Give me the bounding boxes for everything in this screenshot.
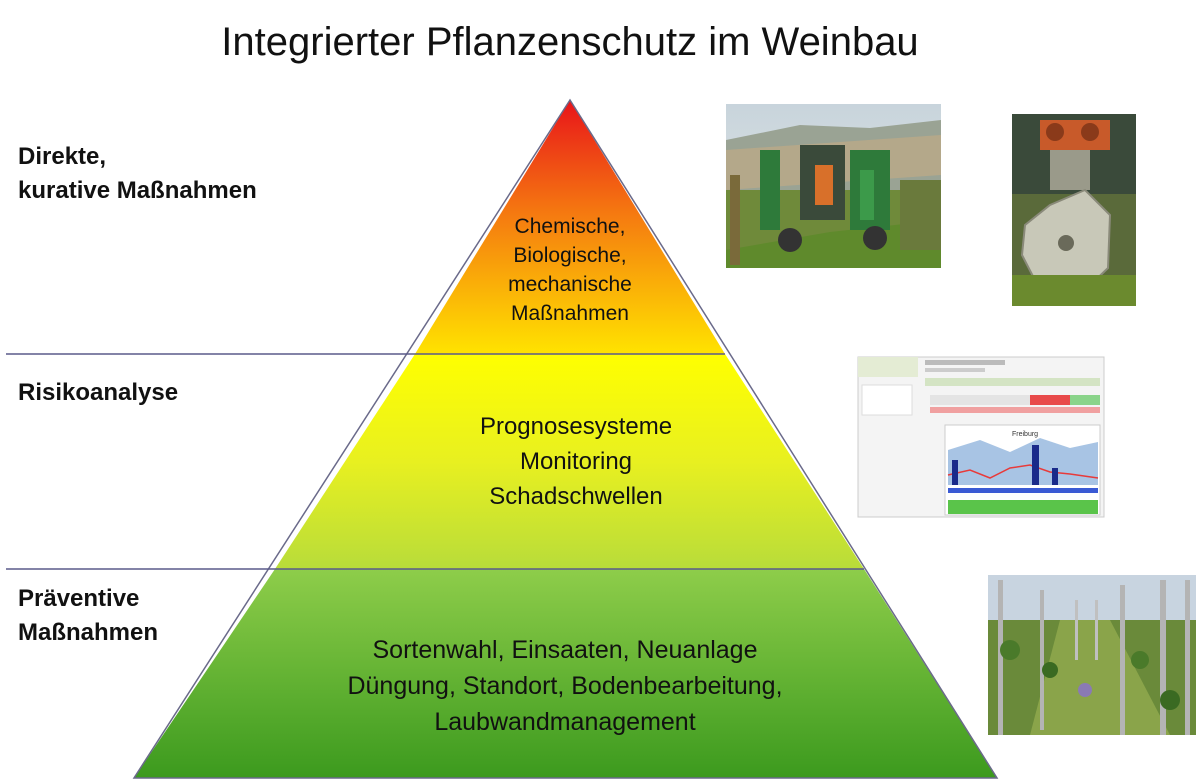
page-title: Integrierter Pflanzenschutz im Weinbau	[221, 20, 919, 64]
photo-vineyard-machine	[726, 104, 941, 268]
pyramid-outline	[132, 98, 999, 779]
pyramid-tier-top	[415, 100, 725, 354]
level-label-risk-analysis: Risikoanalyse	[18, 379, 179, 406]
tier-bottom-content: Sortenwahl, Einsaaten, Neuanlage Düngung…	[347, 636, 783, 736]
photo-mechanical-disc	[1012, 114, 1136, 306]
pyramid-tier-middle	[275, 354, 864, 569]
level-label-preventive: Präventive Maßnahmen	[18, 585, 159, 646]
level-label-curative: Direkte, kurative Maßnahmen	[18, 143, 257, 204]
tier-middle-content: Prognosesysteme Monitoring Schadschwelle…	[479, 413, 673, 510]
photo-young-vineyard	[988, 575, 1196, 735]
pyramid-tier-bottom	[134, 569, 997, 778]
tier-top-content: Chemische, Biologische, mechanische Maßn…	[508, 215, 632, 325]
screenshot-chart-heading: Freiburg	[1012, 431, 1038, 438]
photo-prognosis-screenshot: Freiburg	[857, 356, 1105, 518]
